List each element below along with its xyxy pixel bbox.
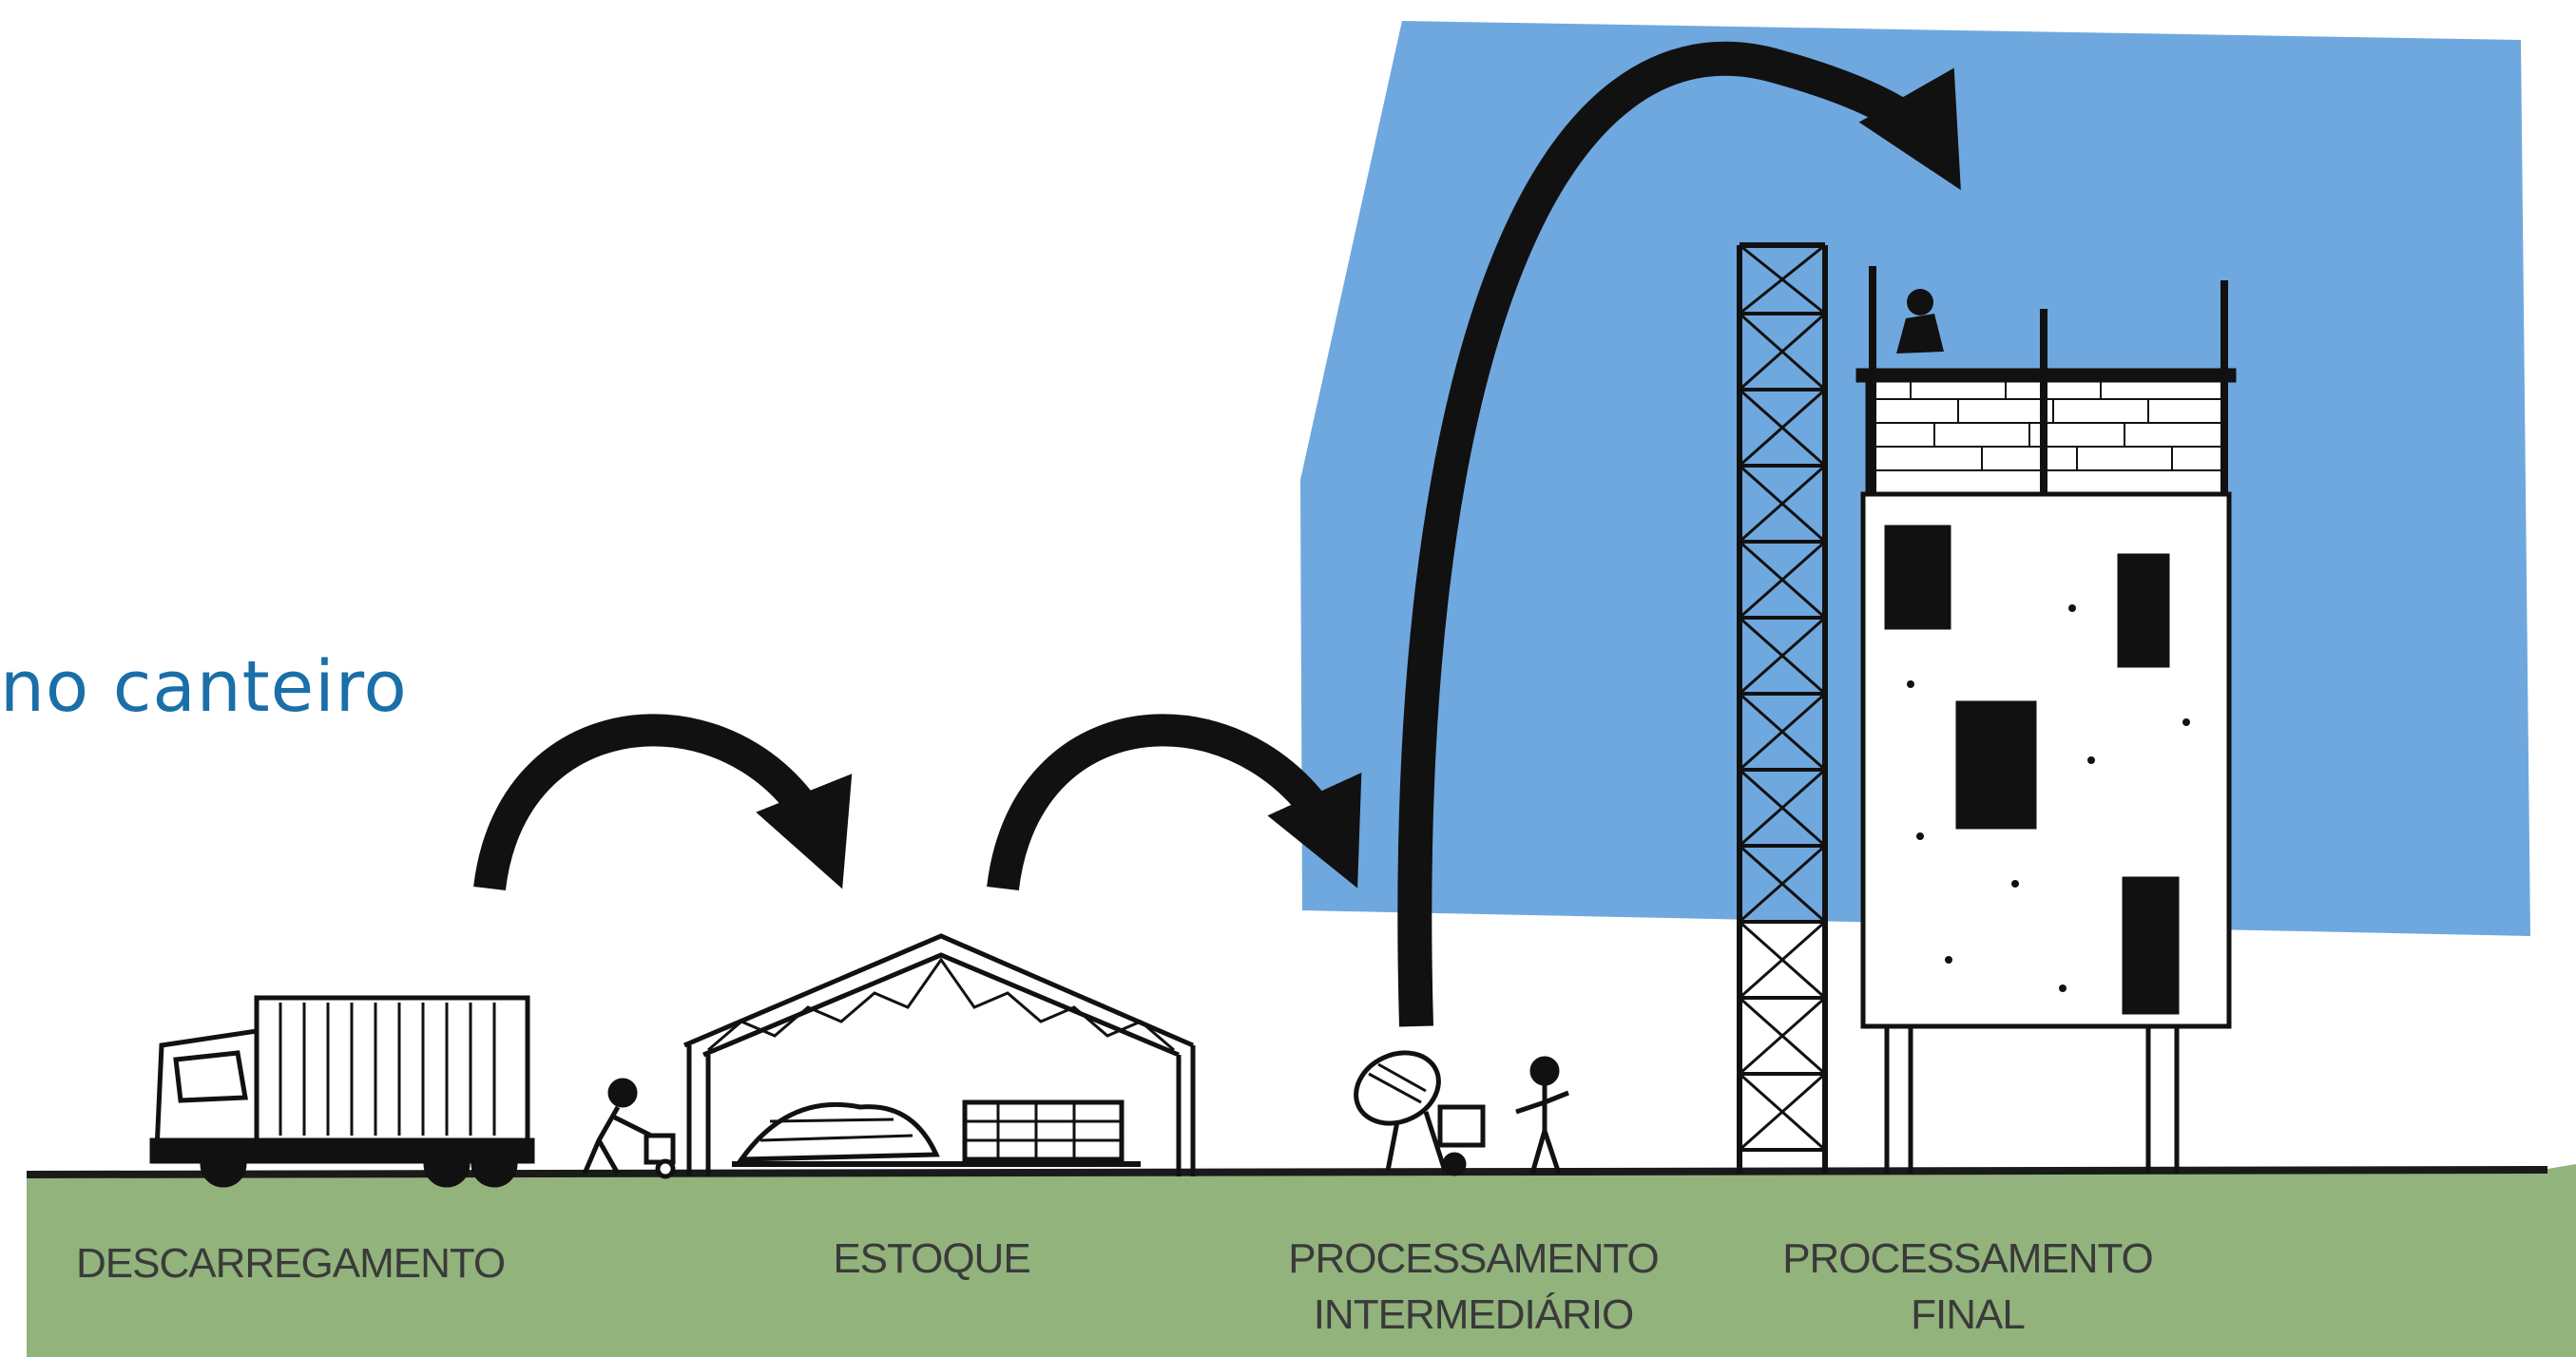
- stage-label-descarregamento: DESCARREGAMENTO: [76, 1235, 570, 1291]
- stage-label-line: ESTOQUE: [833, 1235, 1030, 1282]
- stage-label-line: PROCESSAMENTO: [1288, 1235, 1660, 1282]
- stage-label-line: FINAL: [1911, 1291, 2026, 1339]
- stage-label-line: INTERMEDIÁRIO: [1313, 1291, 1635, 1339]
- flow-arrow-icon: [473, 714, 853, 891]
- stage-label-processamento-final: PROCESSAMENTO FINAL: [1711, 1231, 2224, 1344]
- worker-icon: [1515, 1056, 1569, 1175]
- section-heading: no canteiro: [0, 646, 408, 728]
- building-icon: [1855, 266, 2237, 1174]
- concrete-mixer-icon: [1354, 1050, 1486, 1176]
- warehouse-icon: [683, 933, 1196, 1176]
- stage-label-line: DESCARREGAMENTO: [76, 1240, 506, 1287]
- stage-label-estoque: ESTOQUE: [741, 1231, 1122, 1287]
- worker-icon: [1896, 289, 1944, 354]
- stage-label-processamento-intermediario: PROCESSAMENTO INTERMEDIÁRIO: [1207, 1231, 1740, 1344]
- tower-crane-icon: [1737, 242, 1828, 1174]
- flow-arrow-icon: [987, 714, 1362, 891]
- flow-arrow-icon: [1397, 41, 1961, 1027]
- stage-label-line: PROCESSAMENTO: [1782, 1235, 2154, 1282]
- worker-icon: [582, 1078, 676, 1179]
- truck-icon: [149, 995, 535, 1188]
